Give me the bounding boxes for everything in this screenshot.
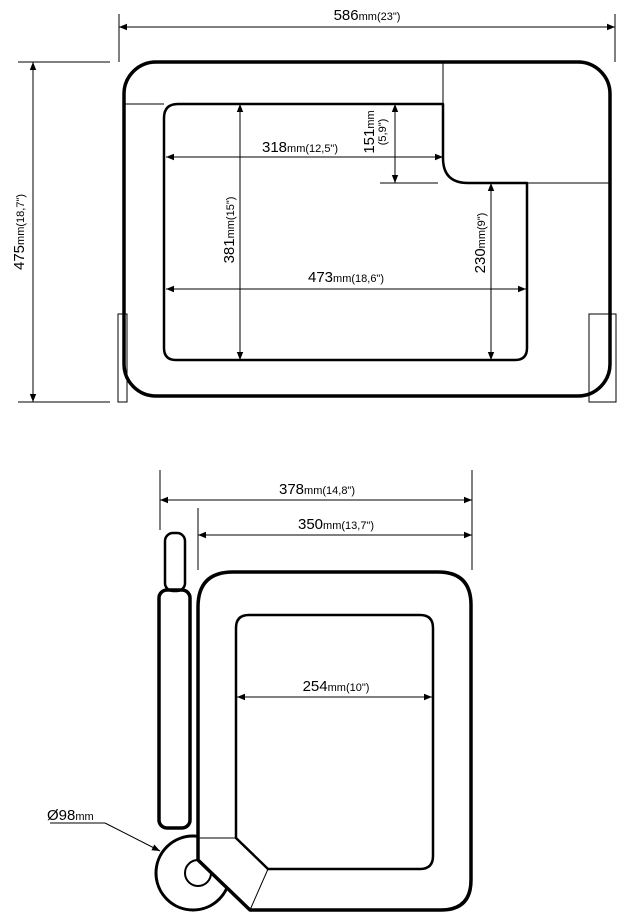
overall-width-378-imperial: (14,8"): [322, 485, 355, 497]
overall-width-378-value: 378: [279, 481, 304, 498]
wheel-diameter-value: Ø98: [47, 807, 75, 824]
upper-width-318-unit: mm: [287, 143, 305, 155]
lower-height-230-unit: mm: [476, 230, 488, 248]
svg-text:318mm(12,5"): 318mm(12,5"): [262, 139, 338, 156]
lower-height-230-imperial: (9"): [476, 213, 488, 230]
inner-width-254-unit: mm: [328, 682, 346, 694]
width-586-unit: mm: [359, 11, 377, 23]
inner-width-254-value: 254: [303, 678, 328, 695]
svg-text:378mm(14,8"): 378mm(14,8"): [279, 481, 355, 498]
step-151-label: 151mm: [361, 110, 378, 153]
step-151-value: 151: [361, 129, 378, 154]
step-151-imperial: (5,9"): [377, 119, 389, 146]
svg-text:475mm(18,7"): 475mm(18,7"): [11, 194, 28, 270]
svg-text:Ø98mm: Ø98mm: [47, 807, 94, 824]
upper-width-318-imperial: (12,5"): [305, 143, 338, 155]
svg-text:381mm(15"): 381mm(15"): [221, 197, 238, 264]
inner-width-473-unit: mm: [333, 273, 351, 285]
height-475-unit: mm: [15, 227, 27, 245]
top-view: 586mm(23") 475mm(18,7") 318mm(12,5") 151…: [11, 7, 617, 403]
handle-top-segment: [163, 531, 187, 593]
wheel-diameter-unit: mm: [75, 811, 93, 823]
svg-text:254mm(10"): 254mm(10"): [303, 678, 370, 695]
inner-height-381-value: 381: [221, 238, 238, 263]
lower-height-230-value: 230: [472, 248, 489, 273]
svg-text:586mm(23"): 586mm(23"): [334, 7, 401, 24]
body-width-350-unit: mm: [323, 520, 341, 532]
inner-width-254-imperial: (10"): [346, 682, 369, 694]
svg-text:230mm(9"): 230mm(9"): [472, 213, 489, 274]
inner-height-381-unit: mm: [225, 220, 237, 238]
handle-bar: [157, 588, 192, 830]
inner-height-381-imperial: (15"): [225, 197, 237, 220]
step-151-unit: mm: [365, 110, 377, 128]
cooler-inner-compartment: [162, 102, 529, 362]
body-width-350-value: 350: [298, 516, 323, 533]
body-width-350-imperial: (13,7"): [341, 520, 374, 532]
inner-width-473-value: 473: [308, 269, 333, 286]
height-475-value: 475: [11, 245, 28, 270]
side-view: 378mm(14,8") 350mm(13,7") 254mm(10") Ø98…: [47, 470, 473, 912]
svg-text:473mm(18,6"): 473mm(18,6"): [308, 269, 384, 286]
upper-width-318-value: 318: [262, 139, 287, 156]
cooler-side-inner-panel: [234, 613, 435, 871]
svg-text:350mm(13,7"): 350mm(13,7"): [298, 516, 374, 533]
height-475-imperial: (18,7"): [15, 194, 27, 227]
inner-width-473-imperial: (18,6"): [351, 273, 384, 285]
right-foot: [588, 313, 617, 403]
width-586-imperial: (23"): [377, 11, 400, 23]
cooler-side-outline: [196, 570, 473, 912]
width-586-value: 586: [334, 7, 359, 24]
overall-width-378-unit: mm: [304, 485, 322, 497]
cooler-outer-outline: [122, 60, 612, 398]
